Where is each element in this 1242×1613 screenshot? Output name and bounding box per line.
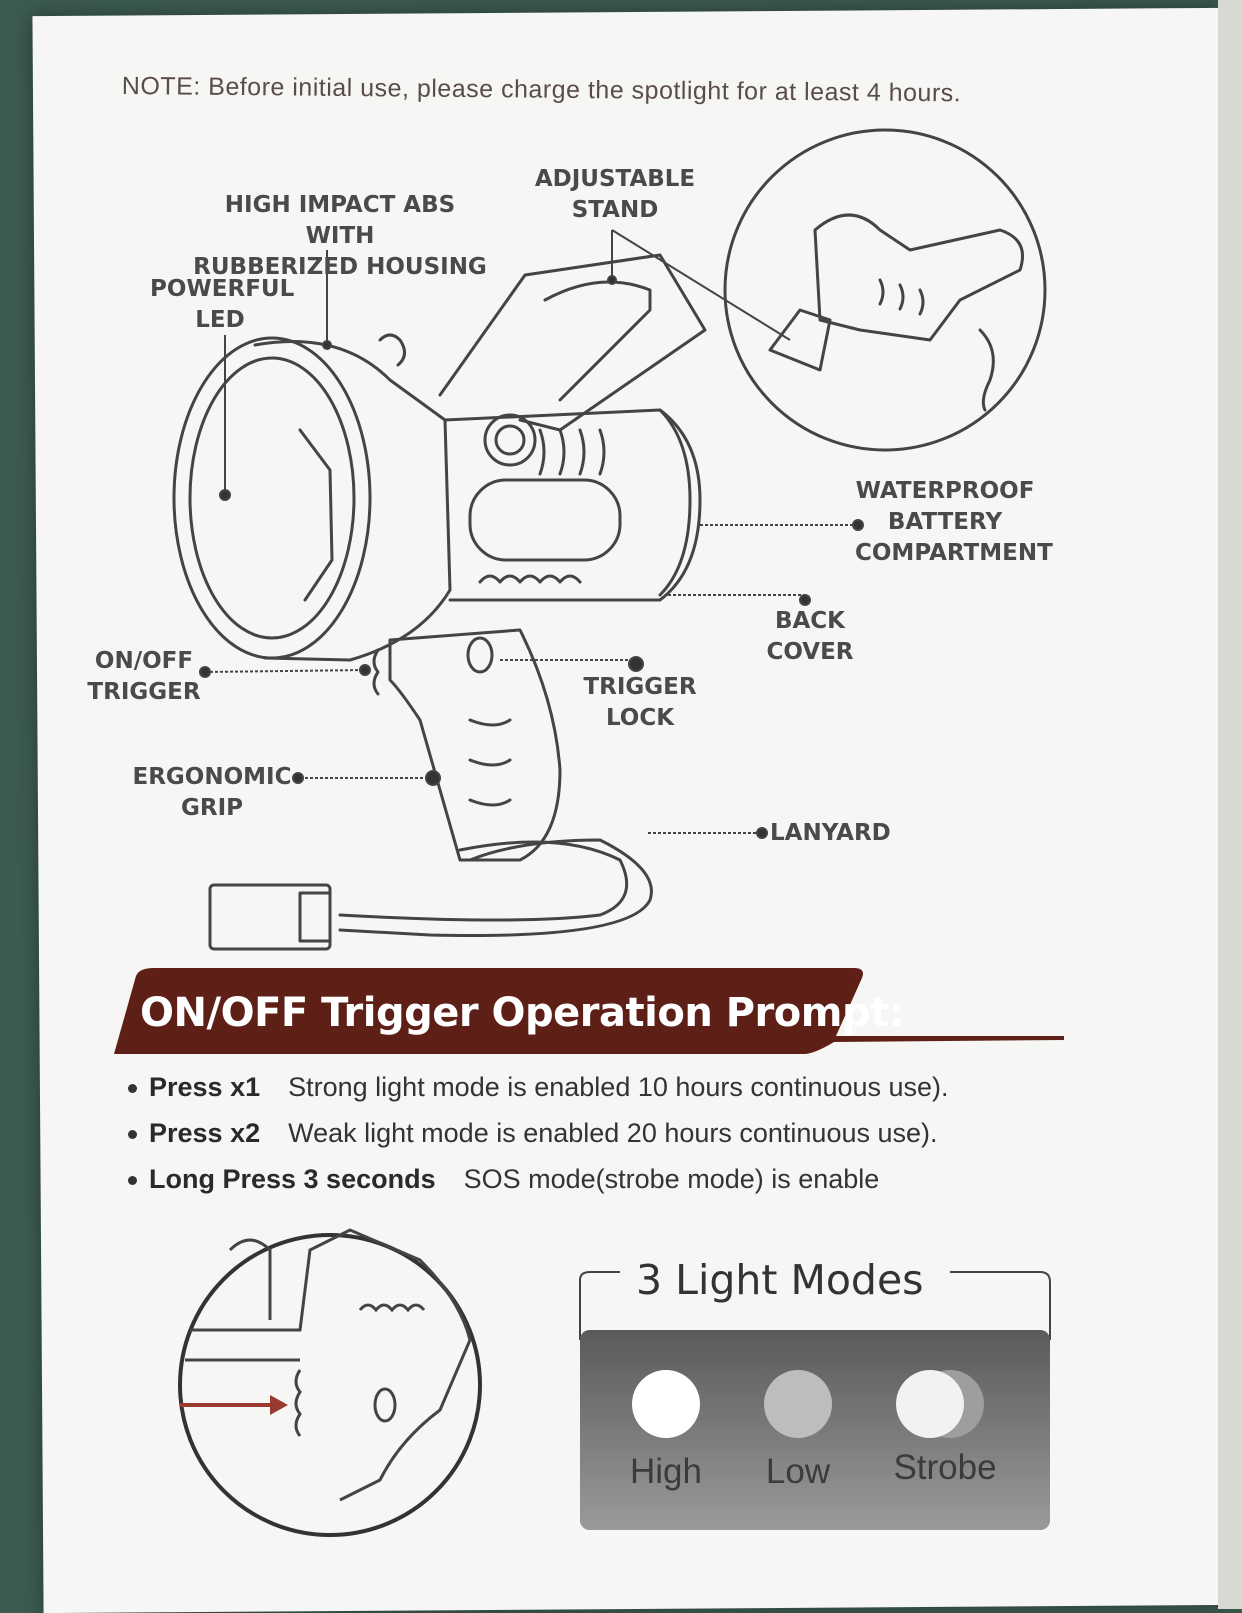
press-key: Long Press 3 seconds: [149, 1164, 436, 1194]
mode-label-low: Low: [765, 1452, 831, 1491]
press-description: Strong light mode is enabled 10 hours co…: [288, 1072, 949, 1102]
callout-back-line2: COVER: [766, 639, 854, 665]
lens-inner: [188, 356, 356, 640]
trigger-lock-knob: [466, 636, 494, 674]
low-mode-icon: [764, 1370, 832, 1438]
callout-housing: HIGH IMPACT ABS WITH RUBBERIZED HOUSING: [190, 190, 490, 283]
modes-panel: [580, 1330, 1050, 1530]
callout-onoff: ON/OFF TRIGGER: [84, 646, 204, 708]
callout-housing-line2: RUBBERIZED HOUSING: [193, 254, 487, 280]
list-item: Press x1 Strong light mode is enabled 10 …: [128, 1072, 949, 1103]
callout-back-line1: BACK: [774, 608, 846, 634]
list-item: Press x2 Weak light mode is enabled 20 ho…: [128, 1118, 938, 1149]
callout-lock-line1: TRIGGER: [583, 674, 697, 700]
callout-stand-line2: STAND: [571, 197, 659, 223]
modes-title: 3 Light Modes: [624, 1256, 936, 1304]
callout-back-cover: BACK COVER: [760, 606, 860, 668]
callout-battery-line3: COMPARTMENT: [855, 540, 1053, 566]
stand-frame: [438, 253, 707, 432]
callout-grip: ERGONOMIC GRIP: [132, 762, 292, 824]
prompt-banner: [114, 968, 1064, 1054]
callout-battery: WATERPROOF BATTERY COMPARTMENT: [855, 476, 1053, 569]
list-item: Long Press 3 seconds SOS mode(strobe mode…: [128, 1164, 879, 1195]
high-mode-icon: [632, 1370, 700, 1438]
battery-body: [443, 408, 702, 602]
callout-lanyard-text: LANYARD: [770, 820, 891, 846]
callout-battery-line1: WATERPROOF: [855, 478, 1035, 504]
callout-led-line2: LED: [195, 307, 245, 333]
bullet-dot: [128, 1084, 137, 1094]
press-description: Weak light mode is enabled 20 hours cont…: [288, 1118, 938, 1148]
battery-window: [468, 478, 622, 562]
press-key: Press x2: [149, 1118, 261, 1148]
callout-housing-line1: HIGH IMPACT ABS WITH: [224, 192, 456, 249]
callout-lock-line2: LOCK: [605, 705, 675, 731]
bullet-dot: [128, 1130, 137, 1140]
zoom-circle-top: [723, 128, 1047, 452]
push-arrow-icon: [180, 1395, 288, 1415]
mode-label-high: High: [630, 1452, 702, 1491]
lanyard-cord: [338, 838, 653, 938]
callout-grip-line1: ERGONOMIC: [132, 764, 292, 790]
callout-lanyard: LANYARD: [770, 818, 900, 849]
prompt-title: ON/OFF Trigger Operation Prompt:: [140, 990, 905, 1036]
head-loop: [378, 333, 406, 367]
grip-handle: [388, 628, 562, 862]
modes-icons: [580, 1330, 1050, 1530]
callout-led-line1: POWERFUL: [150, 276, 295, 302]
callout-onoff-line1: ON/OFF: [94, 648, 194, 674]
callout-stand: ADJUSTABLE STAND: [530, 164, 700, 226]
callout-stand-line1: ADJUSTABLE: [534, 166, 696, 192]
callout-trigger-lock: TRIGGER LOCK: [580, 672, 700, 734]
bullet-dot: [128, 1176, 137, 1186]
zoom-circle-bottom: [178, 1233, 482, 1537]
stand-pivot: [483, 413, 537, 467]
callout-led: POWERFUL LED: [150, 274, 295, 336]
trigger-ridges: [372, 648, 380, 696]
press-description: SOS mode(strobe mode) is enable: [463, 1164, 880, 1194]
callout-onoff-line2: TRIGGER: [87, 679, 201, 705]
callout-grip-line2: GRIP: [180, 795, 243, 821]
strobe-mode-icon: [896, 1370, 964, 1438]
callout-battery-line2: BATTERY: [887, 509, 1003, 535]
mode-label-strobe: Strobe: [893, 1448, 997, 1487]
next-page-edge: [1218, 0, 1242, 1609]
press-key: Press x1: [149, 1072, 261, 1102]
